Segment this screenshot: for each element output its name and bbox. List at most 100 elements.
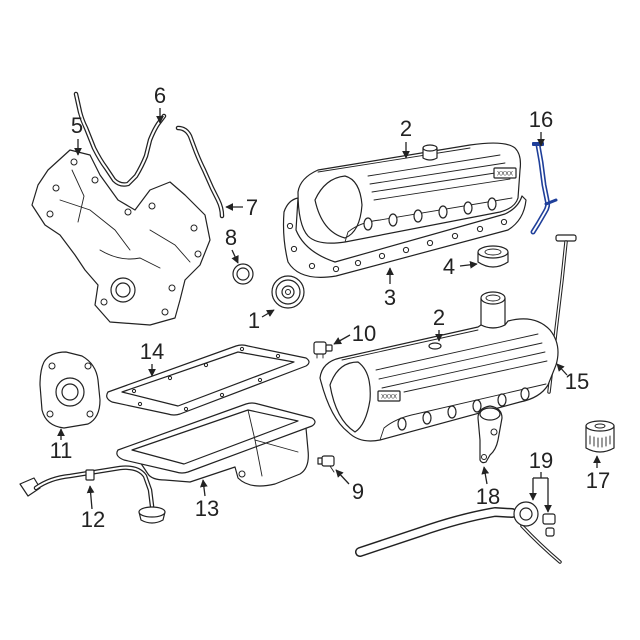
bolt-hole xyxy=(219,392,225,398)
valve-cover-rib xyxy=(381,351,546,389)
oil-filler-cap xyxy=(477,245,509,268)
bolt-hole xyxy=(476,225,484,233)
bolt-hole xyxy=(70,158,78,166)
id-plate-marking: XXXX xyxy=(381,395,397,401)
sensor-tip xyxy=(316,353,324,359)
callout-13: 13 xyxy=(195,496,219,521)
valve-cover-upper: XXXX xyxy=(297,142,522,244)
housing-port xyxy=(479,407,501,421)
bolt-boss xyxy=(520,387,530,401)
bolt-boss xyxy=(487,197,497,211)
bolt-hole xyxy=(52,184,60,192)
valve-cover-ridge xyxy=(341,329,479,361)
bolt-hole xyxy=(137,401,143,407)
sensor-10 xyxy=(313,341,333,359)
bolt-boss xyxy=(397,417,407,431)
valve-cover-front-edge xyxy=(379,383,547,441)
sensor-body xyxy=(313,341,327,355)
valve-cover-front-edge xyxy=(344,197,513,243)
filler-neck-opening xyxy=(485,294,501,302)
leader-line-18 xyxy=(481,466,490,485)
cap-top xyxy=(477,245,509,259)
bolt-boss xyxy=(438,205,448,219)
tube-inner xyxy=(532,144,549,233)
bolt-boss xyxy=(472,399,482,413)
filler-neck-top xyxy=(480,291,506,305)
dipstick-tube xyxy=(530,142,558,235)
drain-plug xyxy=(238,470,246,478)
callout-6: 6 xyxy=(154,83,166,108)
sensor-connector xyxy=(325,344,333,352)
bolt-boss xyxy=(363,217,373,231)
housing-18 xyxy=(477,405,503,464)
bolt-hole xyxy=(203,362,209,368)
callout-5: 5 xyxy=(71,113,83,138)
bolt-hole xyxy=(84,362,92,370)
callout-14: 14 xyxy=(140,339,164,364)
bolt-hole xyxy=(46,210,54,218)
bolt-hole xyxy=(402,246,410,254)
bolt-boss xyxy=(413,209,423,223)
filter-top xyxy=(585,420,615,432)
bolt-hole xyxy=(239,346,245,352)
oil-pump xyxy=(39,351,101,429)
valve-cover-rib xyxy=(371,170,509,193)
bolt-hole xyxy=(91,176,99,184)
callout-2-lower: 2 xyxy=(433,305,445,330)
timing-cover-rib xyxy=(59,199,131,251)
bolt-hole xyxy=(48,362,56,370)
gasket-inner xyxy=(121,351,295,407)
valve-cover-rib xyxy=(375,333,539,371)
bolt-hole xyxy=(426,239,434,247)
filter-grip xyxy=(589,435,611,448)
timing-cover-gasket xyxy=(73,91,167,187)
bolt-hole xyxy=(124,208,132,216)
filter-body xyxy=(585,426,615,453)
valve-cover-dome xyxy=(329,361,371,433)
bolt-hole xyxy=(332,265,340,273)
bolt-boss xyxy=(447,405,457,419)
pickup-screen-top xyxy=(138,506,166,518)
housing-body xyxy=(477,405,503,464)
callout-16: 16 xyxy=(529,107,553,132)
valve-cover-ridge xyxy=(317,147,471,173)
bolt-hole xyxy=(100,298,108,306)
bolt-hole xyxy=(168,284,176,292)
bolt-hole xyxy=(183,406,189,412)
pickup-bracket xyxy=(85,469,95,481)
vent-hose-assembly xyxy=(355,501,562,564)
crank-seal-inner xyxy=(115,282,131,298)
id-plate-marking: XXXX xyxy=(497,172,513,178)
breather-port xyxy=(428,342,442,350)
callout-11: 11 xyxy=(50,438,73,463)
oil-pump-rotor xyxy=(61,383,79,401)
leader-lines xyxy=(57,108,601,513)
callout-19: 19 xyxy=(529,448,553,473)
sensor-9 xyxy=(317,455,335,473)
bolt-hole xyxy=(290,245,298,253)
bolt-hole xyxy=(490,428,498,436)
filter-thread xyxy=(594,423,606,429)
bolt-boss xyxy=(463,201,473,215)
timing-cover-rib xyxy=(71,169,85,223)
crankshaft-pulley xyxy=(271,275,305,309)
valve-cover-lower: XXXX xyxy=(319,291,559,442)
bolt-hole xyxy=(86,410,94,418)
bolt-hole xyxy=(46,410,54,418)
timing-cover-rib xyxy=(149,229,191,263)
sensor-lead xyxy=(329,465,335,473)
gasket-outline xyxy=(282,195,527,278)
sensor-body xyxy=(321,455,335,467)
valve-cover-rib xyxy=(369,162,506,185)
callout-10: 10 xyxy=(352,321,376,346)
callout-9: 9 xyxy=(352,479,364,504)
side-cover-gasket xyxy=(175,125,225,219)
oil-filter xyxy=(585,420,615,453)
bolt-hole xyxy=(378,252,386,260)
bolt-hole xyxy=(286,222,294,230)
valve-cover-rib xyxy=(367,154,501,177)
callout-2-upper: 2 xyxy=(400,116,412,141)
bolt-hole xyxy=(500,218,508,226)
timing-cover xyxy=(31,149,211,326)
cap-grip xyxy=(484,248,502,256)
